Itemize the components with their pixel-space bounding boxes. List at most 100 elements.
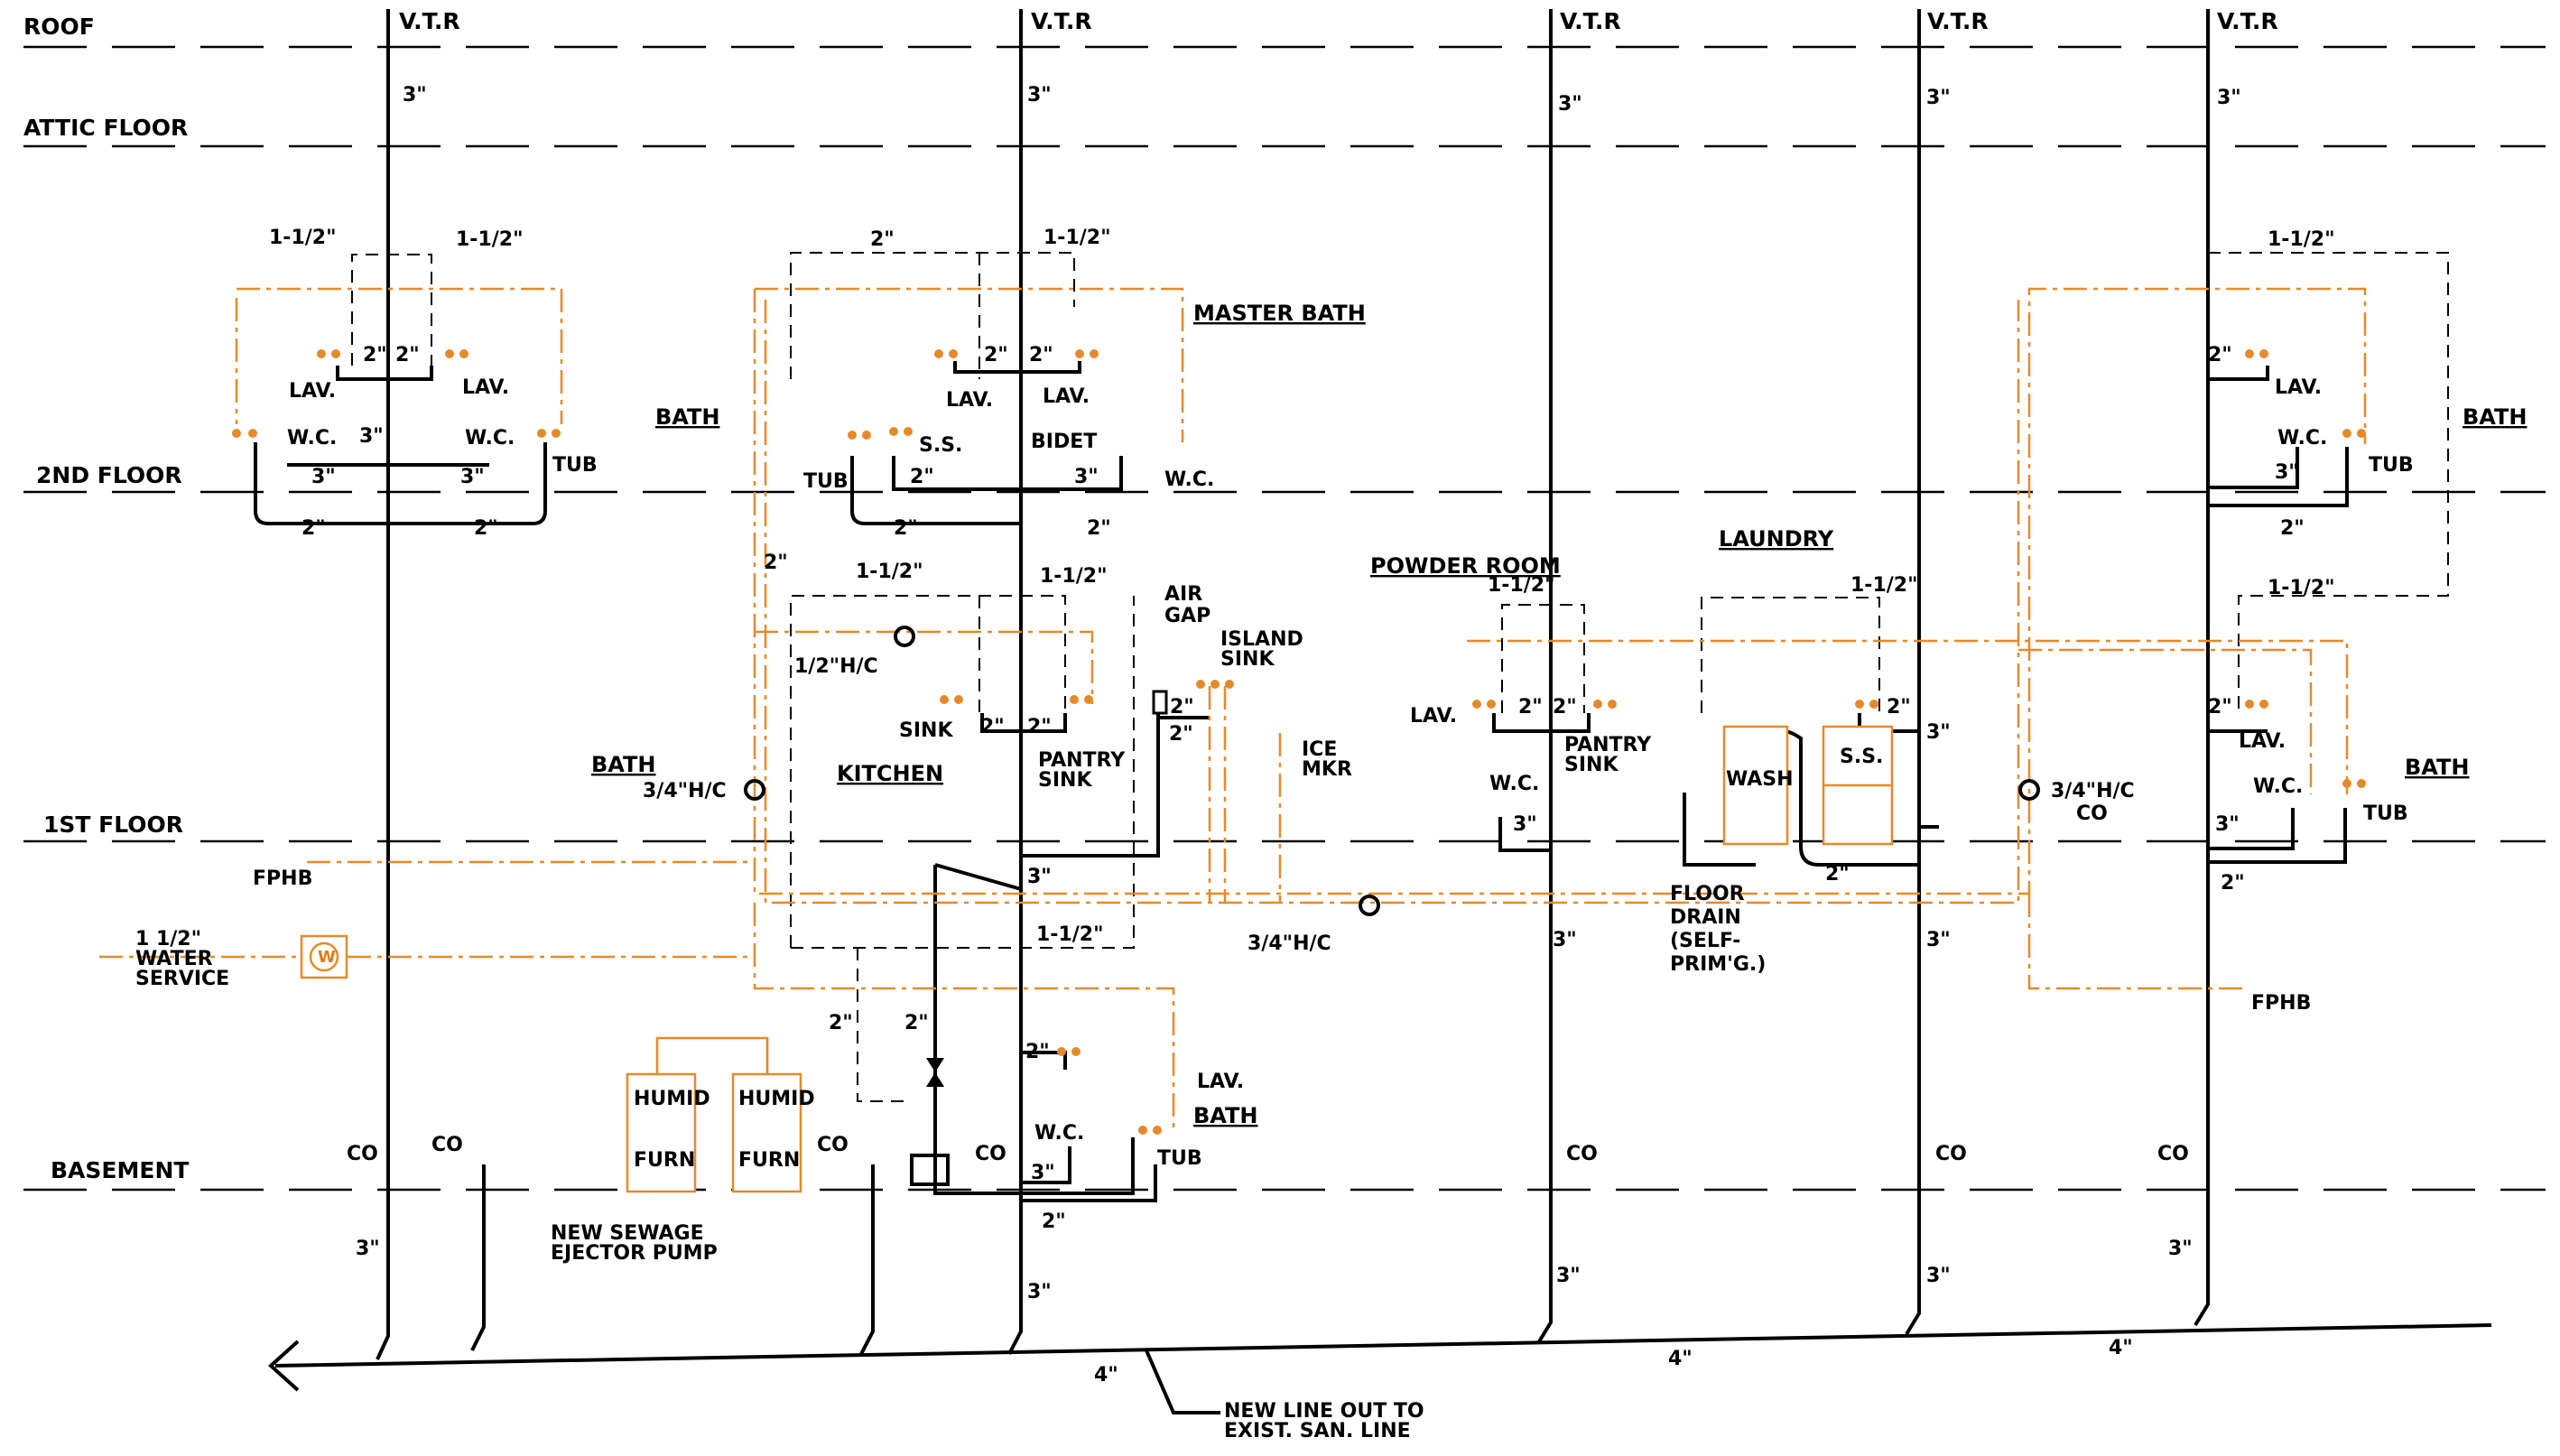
fixture-pantry-sink-kitchen: PANTRY SINK — [1038, 751, 1126, 792]
size-label: 2" — [363, 344, 387, 366]
size-label: 2" — [2280, 517, 2305, 540]
cleanout-label: CO — [1566, 1143, 1598, 1165]
size-label: 3" — [1027, 84, 1052, 107]
size-label: 2" — [870, 228, 895, 251]
fixture-lav: LAV. — [1043, 385, 1090, 408]
ejector-label: NEW SEWAGE EJECTOR PUMP — [551, 1224, 718, 1265]
size-label: 3" — [1926, 1265, 1951, 1287]
vent-lines — [351, 252, 2449, 1102]
fixture-pantry-sink-text: PANTRY SINK — [1038, 751, 1126, 792]
fixture-floor-drain: FLOOR DRAIN (SELF- PRIM'G.) — [1670, 883, 1766, 976]
hc-label-34-left: 3/4"H/C — [643, 780, 727, 802]
size-label: 4" — [2109, 1337, 2133, 1359]
new-line-label: NEW LINE OUT TO EXIST. SAN. LINE — [1224, 1402, 1424, 1442]
size-label: 3" — [359, 425, 384, 448]
size-label: 3" — [1926, 87, 1951, 109]
fixture-air-gap: AIR GAP — [1164, 584, 1211, 627]
size-label: 2" — [904, 1012, 929, 1034]
size-label: 3" — [1926, 929, 1951, 951]
size-label: 2" — [2208, 344, 2232, 366]
fixture-tub: TUB — [803, 470, 849, 493]
size-label: 3" — [2275, 461, 2299, 484]
size-label: 2" — [1025, 1041, 1050, 1063]
vtr-label-3: V.T.R — [1560, 8, 1621, 34]
size-label: 1-1/2" — [456, 228, 524, 251]
fixture-ice-maker-text: ICE MKR — [1302, 740, 1352, 781]
size-label: 2" — [1518, 696, 1543, 719]
size-label: 1-1/2" — [1043, 227, 1111, 249]
size-label: 1-1/2" — [856, 561, 923, 583]
size-label: 4" — [1668, 1348, 1693, 1370]
water-lines — [99, 287, 2367, 1128]
fixture-ss: S.S. — [1840, 746, 1883, 768]
room-laundry: LAUNDRY — [1719, 526, 1834, 552]
cleanout-label: CO — [1935, 1143, 1967, 1165]
size-label: 2" — [395, 344, 420, 366]
room-bath-basement: BATH — [1193, 1103, 1257, 1128]
fixture-furn: FURN — [634, 1149, 695, 1172]
size-label: 3" — [403, 84, 427, 107]
fixture-lav: LAV. — [2275, 376, 2322, 399]
size-label: 4" — [1094, 1364, 1118, 1386]
fixture-sink: SINK — [899, 719, 953, 742]
cleanout-label: CO — [975, 1143, 1006, 1165]
room-powder: POWDER ROOM — [1370, 553, 1561, 579]
fixture-wc: W.C. — [1164, 468, 1214, 491]
size-label: 1-1/2" — [1488, 574, 1555, 597]
fixture-fphb-right: FPHB — [2251, 992, 2311, 1015]
fixture-island-sink-text: ISLAND SINK — [1220, 630, 1303, 671]
hc-label-34-mid: 3/4"H/C — [1248, 932, 1331, 955]
hc-label-half: 1/2"H/C — [794, 655, 878, 678]
size-label: 2" — [1553, 696, 1577, 719]
cleanout-label: CO — [431, 1134, 463, 1156]
size-label: 3" — [2168, 1238, 2193, 1260]
size-label: 2" — [829, 1012, 853, 1034]
size-label: 3" — [1027, 866, 1052, 888]
cleanout-label: CO — [2076, 802, 2108, 825]
floor-label-2nd: 2ND FLOOR — [36, 462, 182, 488]
water-service-text: 1 1/2" WATER SERVICE — [135, 930, 230, 990]
hc-markers: 1/2"H/C 3/4"H/C 3/4"H/C 3/4"H/C CO — [643, 626, 2135, 955]
size-label: 1-1/2" — [1850, 574, 1918, 597]
fixture-ice-maker: ICE MKR — [1302, 740, 1352, 781]
fixture-lav: LAV. — [1197, 1071, 1244, 1093]
vtr-label-1: V.T.R — [399, 8, 460, 34]
size-label: 3" — [1926, 721, 1951, 744]
fixture-bidet: BIDET — [1031, 431, 1097, 453]
size-label: 3" — [1513, 813, 1537, 836]
size-label: 2" — [1887, 696, 1911, 719]
floor-label-basement: BASEMENT — [51, 1157, 189, 1183]
fixture-wc: W.C. — [2253, 775, 2303, 798]
size-label: 2" — [910, 466, 934, 488]
floor-lines — [23, 45, 2546, 1192]
fixture-wc: W.C. — [465, 427, 515, 450]
size-label: 1-1/2" — [1036, 923, 1104, 946]
size-label: 3" — [1074, 466, 1099, 488]
size-label: 3" — [1031, 1162, 1055, 1184]
fixture-tub: TUB — [552, 454, 598, 477]
room-kitchen: KITCHEN — [837, 761, 943, 786]
furnace-1-box — [626, 1072, 697, 1193]
cleanout-label: CO — [2157, 1143, 2189, 1165]
fixture-air-gap-text: AIR GAP — [1164, 584, 1211, 627]
size-label: 1-1/2" — [1040, 565, 1108, 588]
size-label: 1-1/2" — [2268, 577, 2335, 599]
ejector-pump-box — [910, 1154, 950, 1186]
room-bath-right-2nd: BATH — [2463, 404, 2527, 430]
fixture-pantry-sink-powder-text: PANTRY SINK — [1564, 736, 1652, 776]
cleanout-label: CO — [817, 1134, 849, 1156]
fixture-lav: LAV. — [2239, 730, 2286, 753]
ejector-text: NEW SEWAGE EJECTOR PUMP — [551, 1224, 718, 1265]
fixture-lav: LAV. — [1410, 705, 1457, 728]
size-label: 3" — [460, 466, 485, 488]
pipe-sizes: 3" 3" 3" 3" 3" 1-1/2" 1-1/2" 2" 1-1/2" 1… — [269, 84, 2335, 1386]
valve-dots — [232, 349, 2366, 1135]
room-labels: BATH MASTER BATH BATH POWDER ROOM LAUNDR… — [591, 301, 2527, 1128]
fixture-tub: TUB — [2369, 454, 2414, 477]
size-label: 2" — [984, 344, 1008, 366]
size-label: 2" — [894, 517, 918, 540]
size-label: 3" — [356, 1238, 380, 1260]
size-label: 2" — [1042, 1210, 1066, 1233]
size-label: 2" — [1027, 716, 1052, 738]
size-label: 3" — [1556, 1265, 1581, 1287]
